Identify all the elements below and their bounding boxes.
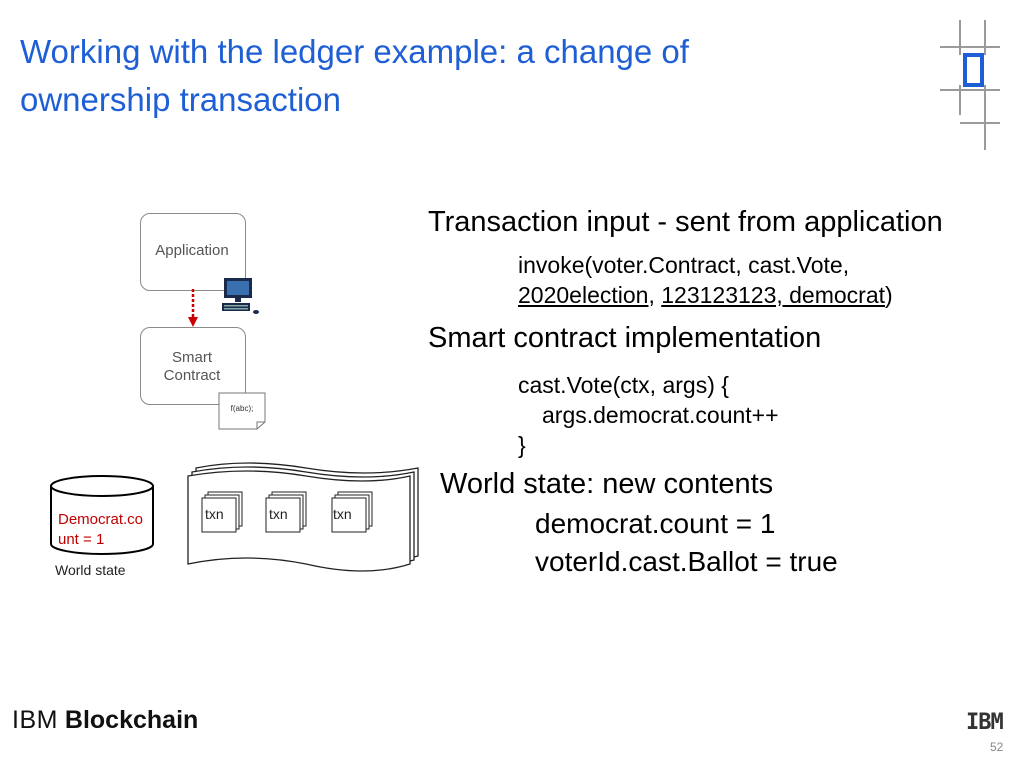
- smart-contract-box: [140, 327, 246, 405]
- ibm-blockchain-logo: IBM Blockchain: [12, 706, 198, 735]
- world-state-heading: World state: new contents: [440, 468, 774, 500]
- smart-contract-label-line2: Contract: [163, 367, 221, 384]
- function-label: f(abc);: [230, 404, 254, 413]
- invoke-arg-election: 2020election: [518, 282, 649, 308]
- blockchain-scroll-icon: [187, 462, 419, 572]
- txn-label-1: txn: [205, 506, 224, 522]
- invoke-close-paren: ): [885, 282, 893, 308]
- slide-title: Working with the ledger example: a chang…: [20, 33, 689, 118]
- database-icon: [50, 475, 154, 555]
- txn-label-3: txn: [333, 506, 352, 522]
- smart-contract-label: Smart Contract: [140, 349, 244, 385]
- impl-line-2: args.democrat.count++: [542, 402, 779, 428]
- world-state-line-1: democrat.count = 1: [535, 508, 776, 539]
- world-state-line-2: voterId.cast.Ballot = true: [535, 546, 838, 577]
- invoke-separator: ,: [648, 282, 662, 308]
- page-number: 52: [990, 740, 1004, 754]
- impl-line-1: cast.Vote(ctx, args) {: [518, 372, 729, 398]
- computer-icon: [222, 278, 259, 314]
- invoke-line-2: 2020election, 123123123, democrat): [518, 280, 893, 310]
- implementation-code-block: cast.Vote(ctx, args) { args.democrat.cou…: [518, 370, 779, 460]
- invoke-line-1: invoke(voter.Contract, cast.Vote,: [518, 252, 850, 278]
- brand-ibm: IBM: [12, 706, 58, 734]
- impl-line-3: }: [518, 432, 526, 458]
- application-label: Application: [155, 242, 229, 259]
- invoke-arrow-icon: [188, 289, 198, 327]
- world-state-contents: democrat.count = 1 voterId.cast.Ballot =…: [535, 505, 838, 581]
- txn-label-2: txn: [269, 506, 288, 522]
- database-content-line2: unt = 1: [58, 531, 105, 548]
- world-state-label: World state: [55, 562, 126, 578]
- transaction-input-heading: Transaction input - sent from applicatio…: [428, 206, 943, 238]
- database-content: Democrat.co unt = 1: [58, 510, 143, 550]
- smart-contract-label-line1: Smart: [171, 349, 212, 366]
- document-icon: [218, 392, 266, 430]
- invoke-code-block: invoke(voter.Contract, cast.Vote, 2020el…: [518, 250, 893, 310]
- ibm-logo: IBM: [966, 710, 1004, 735]
- invoke-arg-voter: 123123123, democrat: [661, 282, 886, 308]
- decorative-grid-icon: [940, 20, 1000, 150]
- brand-blockchain: Blockchain: [64, 706, 199, 734]
- smart-contract-heading: Smart contract implementation: [428, 322, 822, 354]
- database-content-line1: Democrat.co: [58, 511, 144, 528]
